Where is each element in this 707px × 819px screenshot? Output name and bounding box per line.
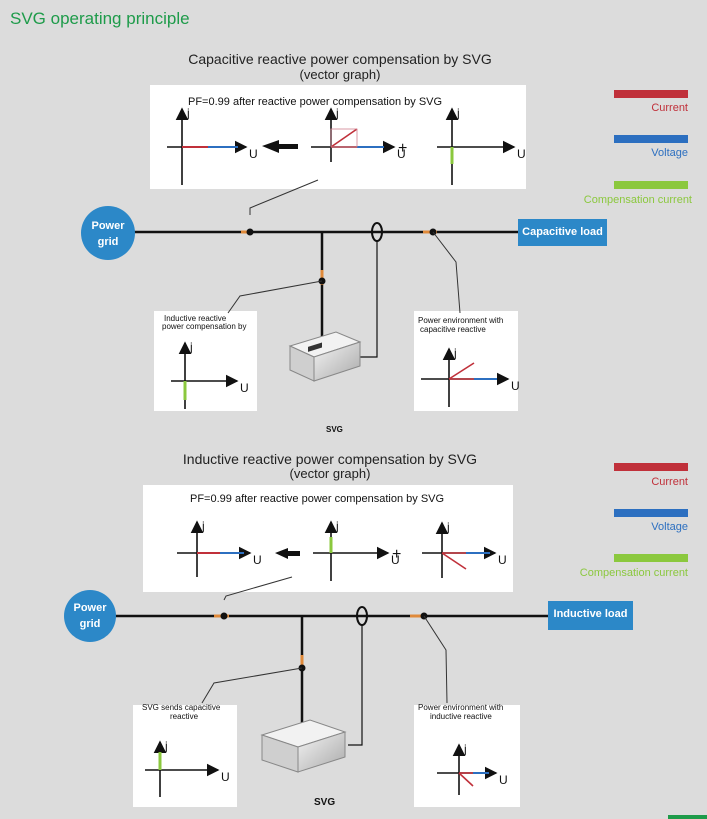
bottom-power-grid-icon xyxy=(64,590,116,642)
bottom-load-label: Inductive load xyxy=(548,608,633,620)
bottom-vec-1-j-label: j xyxy=(201,519,205,533)
top-left-vec xyxy=(171,341,239,409)
bottom-vec-2-u-label: U xyxy=(391,553,400,567)
top-load-label: Capacitive load xyxy=(518,226,607,238)
top-vec-2 xyxy=(311,107,396,162)
legend-voltage-bar xyxy=(614,135,688,143)
top-left-vec-j-label: j xyxy=(189,340,193,354)
top-vec-3-u-label: U xyxy=(517,147,526,161)
bottom-right-box-line1: Power environment with xyxy=(418,703,504,712)
top-power-grid-icon xyxy=(81,206,135,260)
legend-voltage-label: Voltage xyxy=(651,147,688,159)
top-vec-2-current xyxy=(330,128,358,148)
bottom-vector-box xyxy=(143,485,513,592)
top-vec-2-u-label: U xyxy=(397,147,406,161)
top-vec-3-j-label: j xyxy=(456,106,460,120)
top-right-vec-u-label: U xyxy=(511,379,520,393)
bottom-vec-3-current xyxy=(441,552,467,570)
legend-current-label: Current xyxy=(651,102,688,114)
top-right-box-line1: Power environment with xyxy=(418,316,504,325)
top-right-vec-j-label: j xyxy=(453,346,457,360)
bottom-grid-label-1: Power xyxy=(73,602,107,614)
top-vec-3 xyxy=(437,107,516,185)
bottom-grid-label-2: grid xyxy=(79,618,101,630)
top-pf-text: PF=0.99 after reactive power compensatio… xyxy=(188,96,443,108)
top-svg-device xyxy=(288,331,362,382)
legend-compensation-bar-2 xyxy=(614,554,688,562)
top-right-vec-current xyxy=(448,362,475,380)
top-plus-sign: + xyxy=(398,140,407,157)
legend-voltage-bar-2 xyxy=(614,509,688,517)
legend-current-bar-2 xyxy=(614,463,688,471)
bottom-vec-3 xyxy=(422,521,497,578)
bottom-left-box-line1: SVG sends capacitive xyxy=(142,703,221,712)
top-left-vec-u-label: U xyxy=(240,381,249,395)
bottom-title: Inductive reactive power compensation by… xyxy=(182,451,478,467)
bottom-vec-3-j-label: j xyxy=(446,520,450,534)
legend-compensation-bar xyxy=(614,181,688,189)
bottom-left-box-line2: reactive xyxy=(170,712,199,721)
legend-current-label-2: Current xyxy=(651,476,688,488)
top-grid-label-2: grid xyxy=(97,236,119,248)
bottom-vec-3-u-label: U xyxy=(498,553,507,567)
bottom-vec-2 xyxy=(313,520,390,581)
bottom-left-vec xyxy=(145,740,220,797)
bottom-right-vector-box xyxy=(414,705,520,807)
legend-current-bar xyxy=(614,90,688,98)
top-left-box-line2: power compensation by xyxy=(162,322,247,331)
top-right-vector-box xyxy=(414,311,518,411)
bottom-bus-node xyxy=(220,612,228,620)
top-vector-box xyxy=(150,85,526,189)
bottom-subtitle: (vector graph) xyxy=(289,466,371,481)
top-equivalence-arrow xyxy=(262,140,298,153)
top-left-vector-box xyxy=(154,311,257,411)
page-heading: SVG operating principle xyxy=(10,9,190,28)
top-bus-node xyxy=(246,228,254,236)
top-vec-1-u-label: U xyxy=(249,147,258,161)
bottom-right-vec-current xyxy=(458,772,474,787)
top-vec-2-j-label: j xyxy=(335,106,339,120)
bottom-svg-label: SVG xyxy=(314,797,336,808)
legend-compensation-label-2: Compensation current xyxy=(579,567,688,579)
bottom-right-vec-u-label: U xyxy=(499,773,508,787)
bottom-left-vector-box xyxy=(133,705,237,807)
bottom-vec-2-j-label: j xyxy=(335,519,339,533)
top-vec-1-j-label: j xyxy=(186,106,190,120)
bottom-left-vec-u-label: U xyxy=(221,770,230,784)
bottom-equivalence-arrow xyxy=(275,548,300,559)
top-subtitle: (vector graph) xyxy=(299,67,381,82)
bottom-plus-sign: + xyxy=(392,546,401,563)
top-grid-label-1: Power xyxy=(91,220,125,232)
legend-voltage-label-2: Voltage xyxy=(651,521,688,533)
bottom-vec-1-u-label: U xyxy=(253,553,262,567)
top-svg-label: SVG xyxy=(326,425,343,434)
top-right-box-line2: capacitive reactive xyxy=(420,325,486,334)
bottom-right-vec-j-label: j xyxy=(463,742,467,756)
bottom-vec-1 xyxy=(177,520,252,577)
bottom-left-vec-j-label: j xyxy=(164,739,168,753)
legend-compensation-label: Compensation current xyxy=(583,194,692,206)
bottom-pf-text: PF=0.99 after reactive power compensatio… xyxy=(190,493,445,505)
top-left-box-line1: Inductive reactive xyxy=(164,314,227,323)
bottom-svg-device xyxy=(260,719,347,773)
bottom-right-box-line2: inductive reactive xyxy=(430,712,492,721)
top-title: Capacitive reactive power compensation b… xyxy=(188,51,492,67)
